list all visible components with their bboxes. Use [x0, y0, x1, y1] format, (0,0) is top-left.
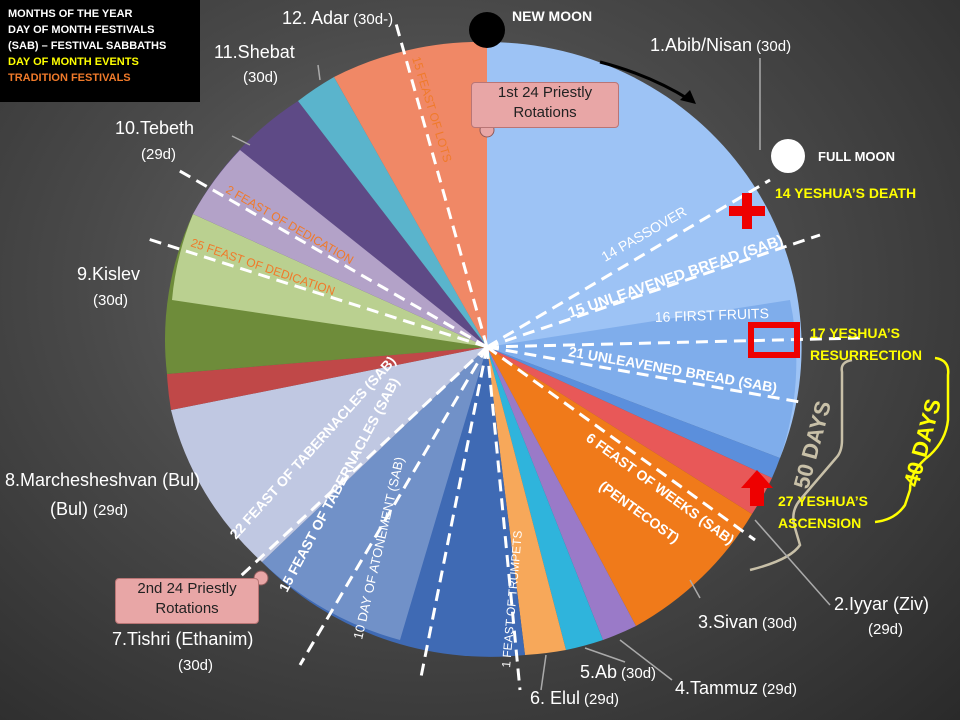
event-resurrection-1: 17 YESHUA’S — [810, 325, 900, 341]
month-tammuz: 4.Tammuz(29d) — [675, 678, 797, 698]
slice-tammuz — [487, 347, 636, 640]
slice-iyyar — [487, 347, 772, 514]
slice-tebeth-light — [193, 150, 487, 347]
line-tabernacles-22 — [213, 345, 489, 602]
second-rotation-line1: 2nd 24 Priestly — [137, 580, 237, 597]
first-rotation-line1: 1st 24 Priestly — [497, 84, 593, 101]
line-trumpets — [485, 346, 522, 691]
second-rotation-line2: Rotations — [155, 600, 219, 617]
line-unleavened-15 — [486, 233, 821, 349]
month-iyyar-days: (29d) — [868, 621, 903, 638]
ascension-arrow-icon — [741, 470, 773, 506]
line-weeks — [486, 345, 756, 542]
slice-tishri-light — [262, 347, 487, 640]
legend-item-sabbaths: (SAB) – FESTIVAL SABBATHS — [8, 40, 167, 52]
event-ascension-2: ASCENSION — [778, 515, 861, 531]
month-wheel — [165, 41, 802, 657]
month-shebat-days: (30d) — [243, 69, 278, 86]
festival-lines — [144, 19, 861, 691]
month-ab: 5.Ab(30d) — [580, 662, 656, 682]
slice-ab — [487, 347, 603, 650]
event-death: 14 YESHUA’S DEATH — [775, 185, 916, 201]
slice-sivan — [487, 347, 752, 626]
month-shebat: 11.Shebat — [214, 42, 295, 62]
month-adar: 12. Adar(30d-) — [282, 8, 393, 28]
new-moon-label: NEW MOON — [512, 8, 592, 24]
fifty-days-brace — [749, 358, 853, 572]
month-tishri-days: (30d) — [178, 657, 213, 674]
second-priestly-rotation-callout: 2nd 24 Priestly Rotations — [115, 578, 259, 624]
festival-first-fruits: 16 FIRST FRUITS — [655, 305, 770, 325]
slice-tebeth — [193, 101, 487, 347]
month-tebeth-days: (29d) — [141, 146, 176, 163]
first-priestly-rotation-callout: 1st 24 Priestly Rotations — [471, 82, 619, 128]
legend-item-tradition: TRADITION FESTIVALS — [8, 72, 131, 84]
month-kislev: 9.Kislev — [77, 264, 140, 284]
direction-arrowhead — [680, 90, 696, 104]
death-cross-icon — [729, 193, 765, 229]
slice-kislev-light — [172, 214, 487, 347]
line-dedication-25 — [144, 236, 488, 349]
line-passover — [486, 178, 771, 349]
month-tebeth: 10.Tebeth — [115, 118, 194, 138]
slice-adar — [334, 41, 487, 348]
month-marchesheshvan: 8.Marchesheshvan (Bul) — [5, 470, 200, 490]
slice-elul — [487, 347, 566, 655]
full-moon-label: FULL MOON — [818, 149, 895, 164]
month-marchesheshvan-days: (Bul) (29d) — [50, 499, 128, 519]
month-elul: 6. Elul(29d) — [530, 688, 619, 708]
line-unleavened-21 — [486, 345, 801, 404]
new-moon-icon — [469, 12, 505, 48]
event-ascension-1: 27 YESHUA’S — [778, 493, 868, 509]
line-tabernacles-15 — [298, 346, 489, 666]
month-kislev-days: (30d) — [93, 292, 128, 309]
leader-lines — [231, 58, 831, 691]
slice-marchesheshvan — [171, 347, 487, 562]
month-iyyar: 2.Iyyar (Ziv) — [834, 594, 929, 614]
forty-days-brace — [874, 356, 950, 524]
event-fifty-days: 50 DAYS — [789, 398, 836, 491]
nisan-shade — [487, 300, 797, 458]
direction-arrow-icon — [599, 60, 691, 102]
legend-item-events: DAY OF MONTH EVENTS — [8, 56, 139, 68]
slice-abib-lower — [487, 347, 780, 478]
month-sivan: 3.Sivan(30d) — [698, 612, 797, 632]
slice-marchesheshvan-red — [167, 347, 487, 410]
month-tishri: 7.Tishri (Ethanim) — [112, 629, 253, 649]
legend-box: MONTHS OF THE YEAR DAY OF MONTH FESTIVAL… — [0, 0, 200, 102]
first-rotation-line2: Rotations — [513, 104, 577, 121]
month-nisan: 1.Abib/Nisan(30d) — [650, 35, 791, 55]
legend-item-festivals: DAY OF MONTH FESTIVALS — [8, 24, 155, 36]
legend-item-months: MONTHS OF THE YEAR — [8, 8, 133, 20]
resurrection-tomb-icon — [748, 322, 800, 358]
full-moon-icon — [771, 139, 805, 173]
line-dedication-2 — [177, 168, 488, 349]
slice-shebat — [298, 77, 487, 347]
event-resurrection-2: RESURRECTION — [810, 347, 922, 363]
month-labels: 1.Abib/Nisan(30d) 2.Iyyar (Ziv) (29d) 3.… — [5, 8, 929, 708]
